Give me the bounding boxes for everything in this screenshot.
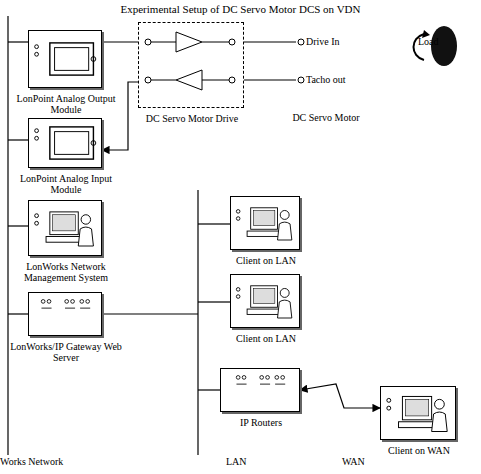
device-icon (231, 275, 299, 327)
node-label: LonWorks/IP Gateway Web Server (6, 341, 126, 363)
amplifier-symbols (145, 32, 304, 90)
signal-connector (300, 384, 380, 408)
device-icon (29, 293, 101, 335)
node-label: LonPoint Analog Input Module (6, 173, 126, 195)
output-module: LonPoint Analog Output Module (28, 30, 102, 88)
plain-label: WAN (342, 456, 365, 467)
signal-connector (244, 41, 296, 42)
motor-drive: DC Servo Motor Drive (138, 22, 244, 108)
signal-connector (102, 82, 138, 150)
node-label: Client on LAN (216, 333, 316, 344)
input-module: LonPoint Analog Input Module (28, 118, 102, 168)
device-icon (29, 31, 101, 87)
plain-label: LAN (226, 456, 247, 467)
node-label: Tacho out (306, 74, 346, 85)
lan-client: Client on LAN (230, 196, 300, 250)
node-label: IP Routers (211, 417, 311, 428)
lan-client: Client on LAN (230, 274, 300, 328)
management-station: LonWorks Network Management System (28, 200, 102, 256)
node-label: DC Servo Motor Drive (117, 113, 267, 124)
node-label: LonPoint Analog Output Module (6, 93, 126, 115)
gateway-server: LonWorks/IP Gateway Web Server (28, 292, 102, 336)
device-icon (29, 119, 101, 167)
node-label: DC Servo Motor (271, 112, 381, 123)
node-label: Drive In (306, 36, 340, 47)
node-label: LonWorks Network Management System (1, 261, 131, 283)
device-icon (29, 201, 101, 255)
plain-label: Works Network (0, 456, 63, 467)
signal-connector (244, 79, 296, 80)
diagram-title: Experimental Setup of DC Servo Motor DCS… (0, 3, 481, 15)
device-icon (231, 197, 299, 249)
device-icon (381, 387, 455, 439)
bus-lines (8, 16, 230, 455)
ip-router: IP Routers (220, 368, 300, 412)
device-icon (221, 369, 299, 411)
node-label: Client on LAN (216, 255, 316, 266)
signal-connector (102, 41, 138, 42)
node-label: Client on WAN (369, 445, 469, 456)
load-symbol (414, 26, 458, 66)
plain-label: Load (418, 36, 439, 47)
servo-motor: Drive InTacho outDC Servo Motor (296, 34, 356, 86)
wan-client: Client on WAN (380, 386, 456, 440)
